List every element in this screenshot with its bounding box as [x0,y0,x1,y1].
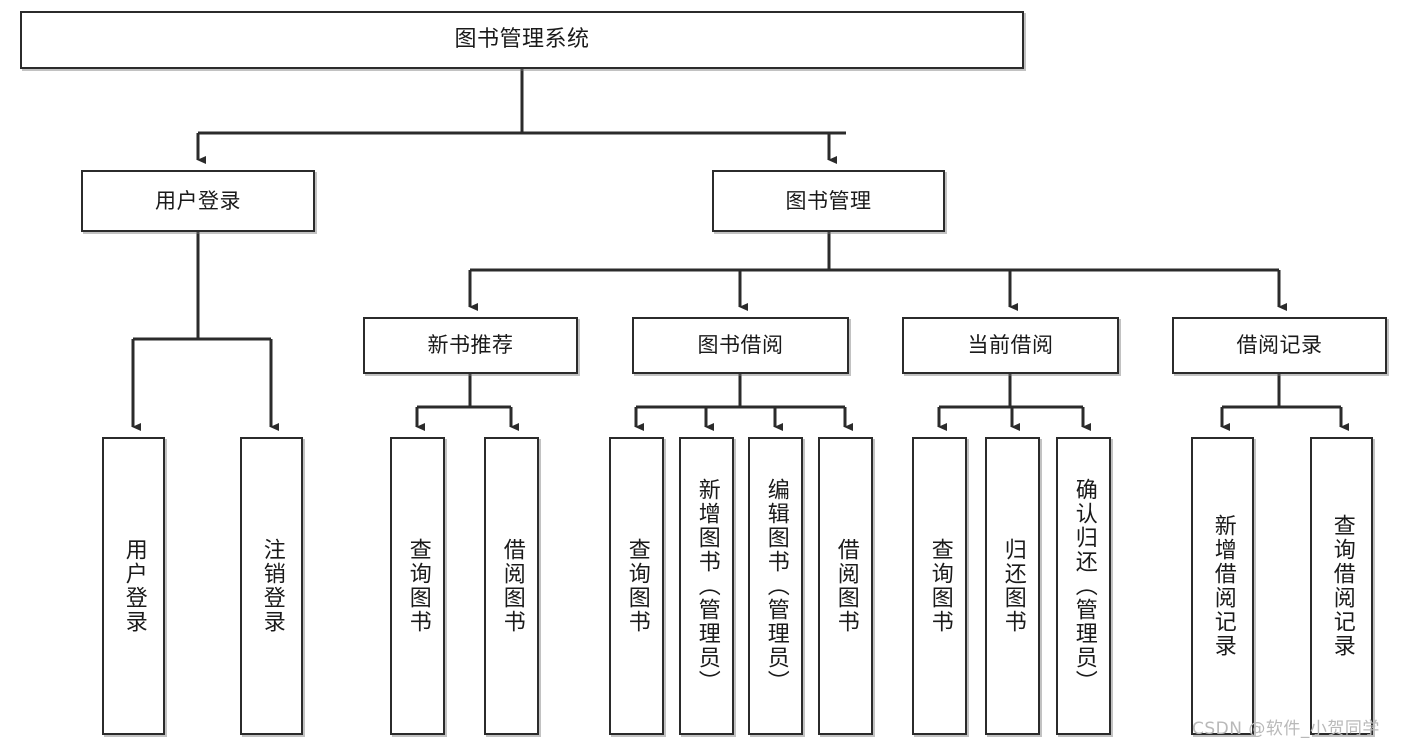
node-leaf-add-borrow-record-label: 新增借阅记录 [1210,514,1236,658]
node-current-borrow[interactable]: 当前借阅 [902,317,1119,374]
csdn-watermark: CSDN @软件_小贺同学 [1192,719,1380,739]
node-leaf-return-book[interactable]: 归还图书 [985,437,1040,735]
node-leaf-query-book-3-label: 查询图书 [927,538,953,634]
node-leaf-query-book-1-label: 查询图书 [405,538,431,634]
node-leaf-user-login[interactable]: 用户登录 [102,437,165,735]
node-new-book-recommend-label: 新书推荐 [427,333,514,358]
node-book-manage-label: 图书管理 [785,188,872,213]
node-leaf-user-login-label: 用户登录 [121,538,147,634]
node-leaf-add-book-label: 新增图书（管理员） [694,478,720,694]
node-leaf-edit-book-label: 编辑图书（管理员） [763,478,789,694]
node-leaf-query-book-3[interactable]: 查询图书 [912,437,967,735]
node-leaf-add-book[interactable]: 新增图书（管理员） [679,437,734,735]
node-leaf-add-borrow-record[interactable]: 新增借阅记录 [1191,437,1254,735]
node-leaf-query-book-1[interactable]: 查询图书 [390,437,445,735]
node-root-label: 图书管理系统 [454,27,590,53]
node-book-borrow-label: 图书借阅 [697,333,784,358]
node-leaf-query-borrow-record-label: 查询借阅记录 [1329,514,1355,658]
node-leaf-query-book-2-label: 查询图书 [624,538,650,634]
node-user-login-label: 用户登录 [155,188,241,213]
node-leaf-confirm-return[interactable]: 确认归还（管理员） [1056,437,1111,735]
node-leaf-logout-login-label: 注销登录 [259,538,285,634]
node-leaf-query-borrow-record[interactable]: 查询借阅记录 [1310,437,1373,735]
node-leaf-logout-login[interactable]: 注销登录 [240,437,303,735]
node-book-borrow[interactable]: 图书借阅 [632,317,849,374]
node-new-book-recommend[interactable]: 新书推荐 [363,317,578,374]
node-leaf-query-book-2[interactable]: 查询图书 [609,437,664,735]
node-user-login[interactable]: 用户登录 [81,170,315,232]
node-leaf-borrow-book-2-label: 借阅图书 [833,538,859,634]
node-borrow-record[interactable]: 借阅记录 [1172,317,1387,374]
node-book-manage[interactable]: 图书管理 [712,170,945,232]
node-leaf-edit-book[interactable]: 编辑图书（管理员） [748,437,803,735]
node-borrow-record-label: 借阅记录 [1236,333,1323,358]
node-leaf-borrow-book-1[interactable]: 借阅图书 [484,437,539,735]
node-leaf-borrow-book-1-label: 借阅图书 [499,538,525,634]
node-leaf-confirm-return-label: 确认归还（管理员） [1071,478,1097,694]
node-leaf-borrow-book-2[interactable]: 借阅图书 [818,437,873,735]
node-leaf-return-book-label: 归还图书 [1000,538,1026,634]
node-current-borrow-label: 当前借阅 [967,333,1054,358]
node-root[interactable]: 图书管理系统 [20,11,1024,69]
